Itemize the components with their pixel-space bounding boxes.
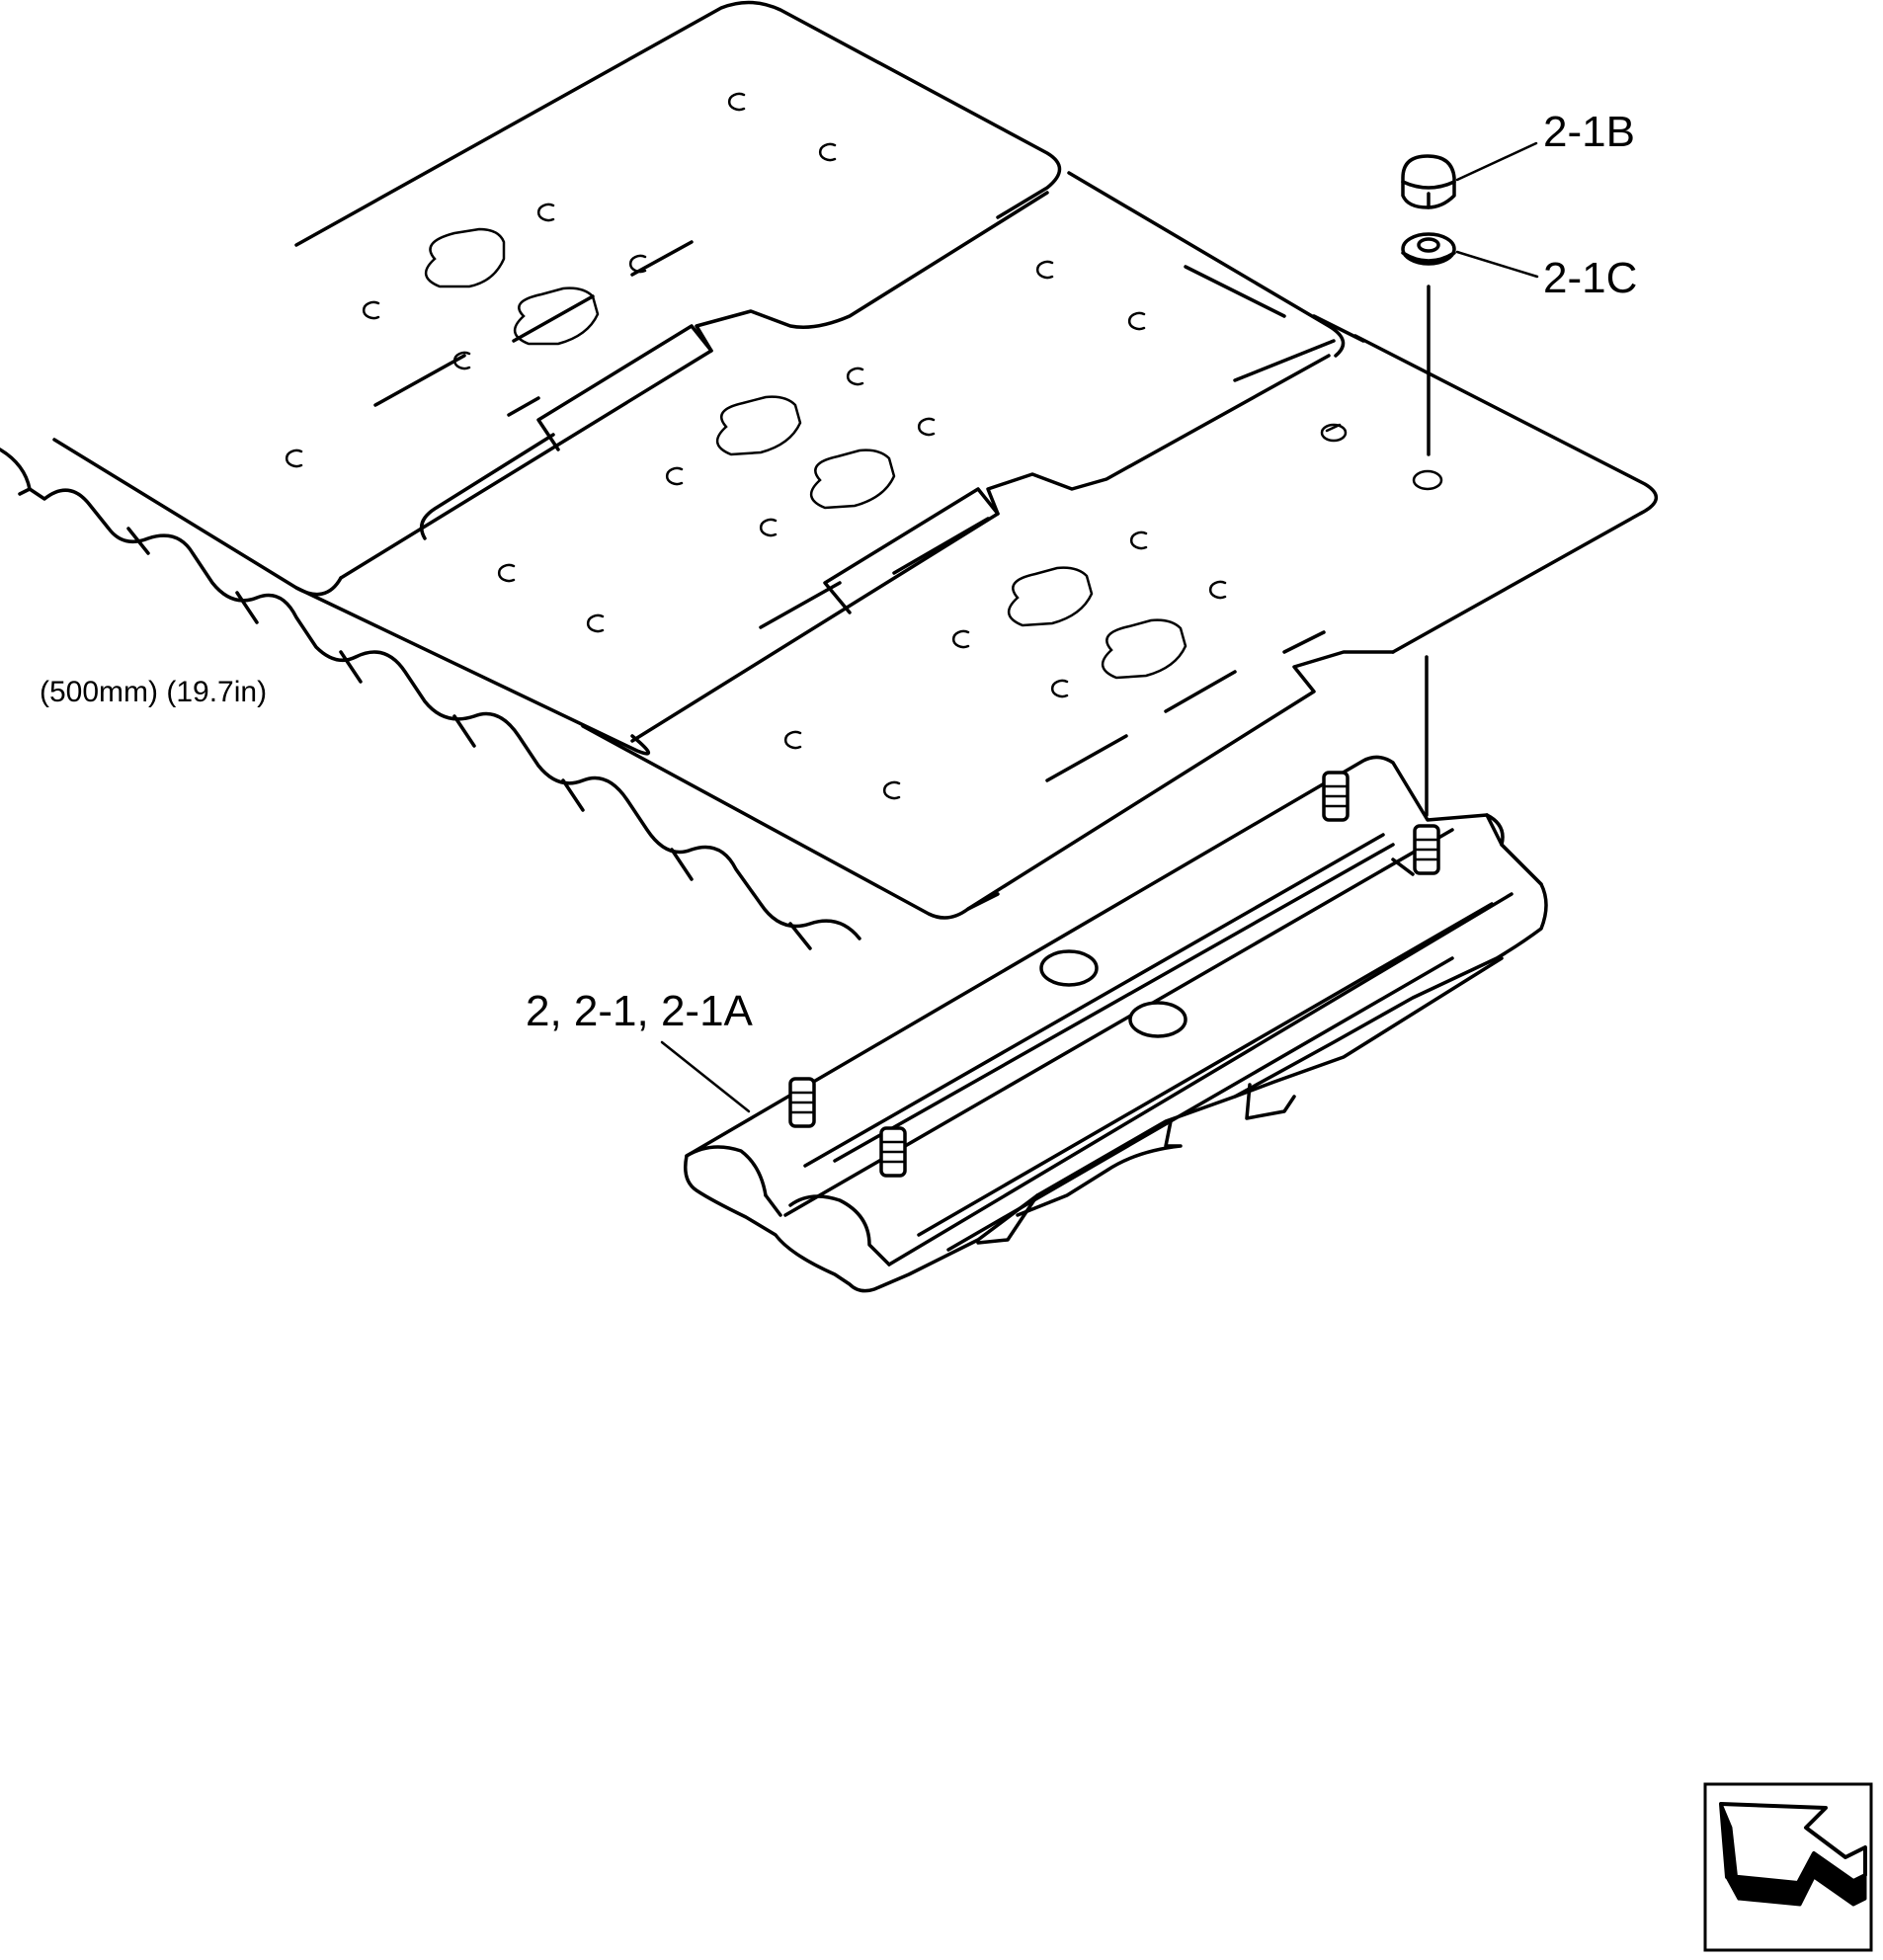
width-dimension-label: (500mm) (19.7in) [40,676,267,708]
stud-bolts [788,771,1440,1178]
callout-nut: 2-1B [1543,108,1635,156]
stud-bolt [1413,824,1440,875]
callout-washer: 2-1C [1543,254,1637,302]
slot-hole-group [425,227,1187,680]
direction-arrow-icon [1703,1782,1873,1952]
callout-shoe: 2, 2-1, 2-1A [526,987,754,1035]
bolt-hole-group [285,92,1443,800]
leader-line-washer [1455,250,1539,279]
stud-bolt [788,1077,816,1128]
track-chain-assembly [0,0,1658,950]
stud-bolt [1322,771,1350,822]
cap-nut-part [1401,154,1456,209]
stud-bolt [879,1126,907,1178]
lock-washer-part [1401,232,1456,266]
leader-line-shoe [660,1040,751,1113]
leader-line-nut [1455,141,1538,182]
